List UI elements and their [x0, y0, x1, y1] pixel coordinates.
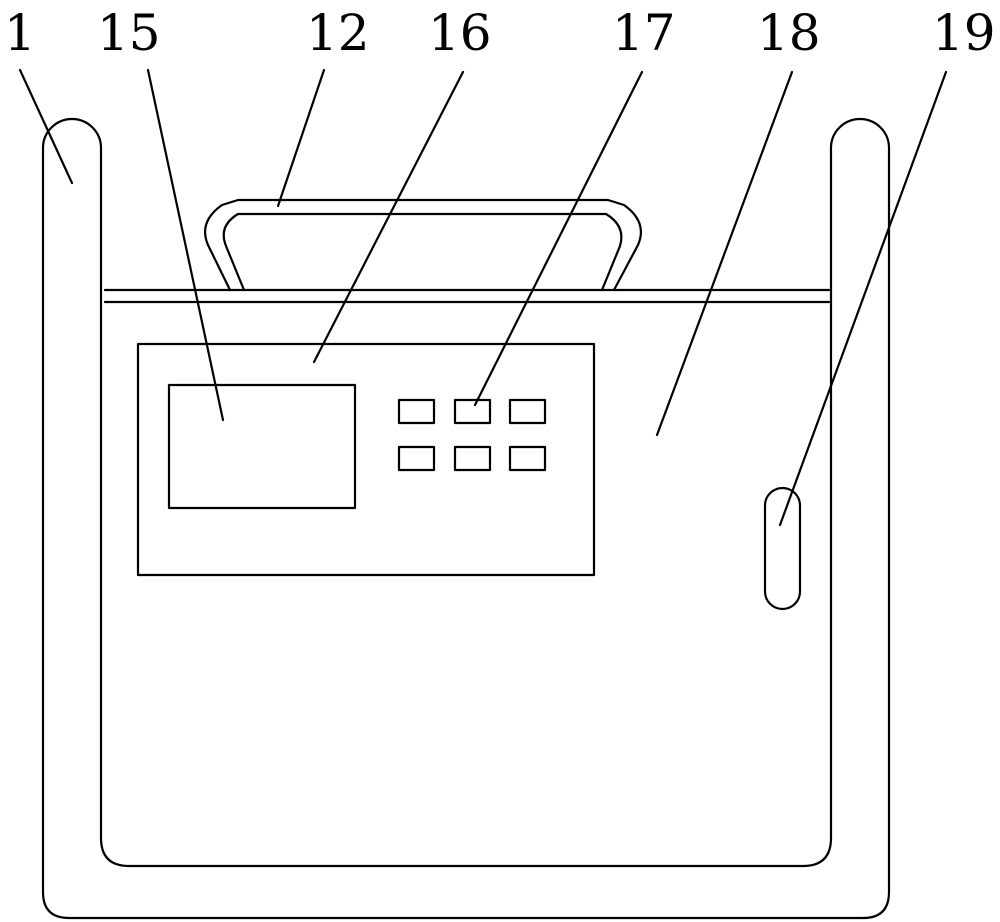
leader-control-panel — [314, 72, 463, 362]
label-display-screen: 15 — [97, 4, 161, 62]
label-buttons: 17 — [612, 4, 676, 62]
label-housing: 18 — [757, 4, 821, 62]
side-slot — [765, 488, 800, 609]
display-screen — [169, 385, 355, 508]
leader-side-slot — [780, 72, 946, 525]
label-frame: 1 — [4, 4, 36, 62]
button-6 — [510, 447, 545, 470]
leader-display-screen — [148, 70, 223, 420]
label-control-panel: 16 — [428, 4, 492, 62]
button-5 — [455, 447, 490, 470]
leader-housing — [657, 72, 792, 435]
leader-frame — [20, 70, 72, 183]
button-2 — [455, 400, 490, 423]
button-1 — [399, 400, 434, 423]
leader-buttons — [475, 72, 642, 405]
handle-inner — [224, 214, 622, 290]
frame-outer — [43, 119, 889, 918]
label-side-slot: 19 — [932, 4, 996, 62]
button-3 — [510, 400, 545, 423]
leader-handle — [278, 70, 324, 206]
label-handle: 12 — [306, 4, 370, 62]
control-panel — [138, 344, 594, 575]
button-4 — [399, 447, 434, 470]
